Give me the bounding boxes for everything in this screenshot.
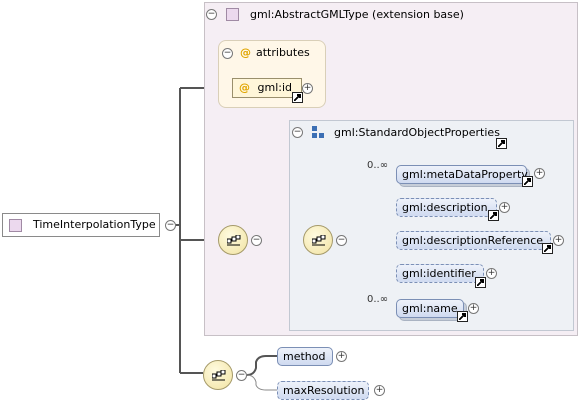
expand-icon[interactable]: +	[336, 351, 347, 362]
sequence-compositor[interactable]	[203, 360, 233, 390]
attribute-gml-id[interactable]: @ gml:id	[232, 78, 302, 98]
expand-icon[interactable]: +	[374, 385, 385, 396]
expand-icon[interactable]: +	[534, 168, 545, 179]
element-method[interactable]: method	[277, 347, 333, 366]
group-icon	[312, 126, 324, 138]
group-title: gml:StandardObjectProperties	[334, 126, 500, 139]
sequence-compositor[interactable]	[303, 225, 333, 255]
collapse-icon[interactable]: −	[236, 370, 247, 381]
collapse-icon[interactable]: −	[292, 127, 303, 138]
standard-object-properties-group	[289, 120, 574, 331]
reference-arrow-icon[interactable]	[475, 277, 486, 288]
reference-arrow-icon[interactable]	[457, 311, 468, 322]
reference-arrow-icon[interactable]	[522, 176, 533, 187]
element-metadataproperty[interactable]: gml:metaDataProperty	[396, 165, 528, 184]
collapse-icon[interactable]: −	[251, 235, 262, 246]
sequence-icon	[312, 235, 326, 246]
root-complex-type[interactable]: TimeInterpolationType	[2, 213, 160, 237]
expand-icon[interactable]: +	[499, 202, 510, 213]
attribute-at-icon: @	[240, 46, 251, 59]
occurrence-label: 0..∞	[367, 294, 389, 305]
expand-icon[interactable]: +	[553, 235, 564, 246]
element-description[interactable]: gml:description	[396, 198, 497, 217]
reference-arrow-icon[interactable]	[488, 210, 499, 221]
element-identifier[interactable]: gml:identifier	[396, 264, 484, 283]
reference-arrow-icon[interactable]	[292, 92, 303, 103]
root-type-name: TimeInterpolationType	[33, 218, 156, 231]
reference-arrow-icon[interactable]	[496, 138, 507, 149]
complex-type-icon	[9, 219, 22, 232]
sequence-compositor[interactable]	[218, 225, 248, 255]
sequence-icon	[227, 235, 241, 246]
collapse-icon[interactable]: −	[336, 235, 347, 246]
expand-icon[interactable]: +	[486, 268, 497, 279]
expand-icon[interactable]: +	[302, 83, 313, 94]
attribute-name: gml:id	[257, 81, 293, 94]
collapse-icon[interactable]: −	[222, 48, 233, 59]
attributes-label: attributes	[256, 46, 310, 59]
collapse-icon[interactable]: −	[165, 220, 176, 231]
extension-base-title: gml:AbstractGMLType (extension base)	[250, 8, 464, 21]
element-name[interactable]: gml:name	[396, 299, 464, 318]
element-descriptionreference[interactable]: gml:descriptionReference	[396, 231, 551, 250]
element-maxresolution[interactable]: maxResolution	[277, 381, 369, 400]
occurrence-label: 0..∞	[367, 160, 389, 171]
sequence-icon	[212, 370, 226, 381]
collapse-icon[interactable]: −	[206, 9, 217, 20]
attribute-at-icon: @	[239, 81, 250, 94]
reference-arrow-icon[interactable]	[542, 243, 553, 254]
complex-type-icon	[226, 8, 239, 21]
expand-icon[interactable]: +	[468, 303, 479, 314]
